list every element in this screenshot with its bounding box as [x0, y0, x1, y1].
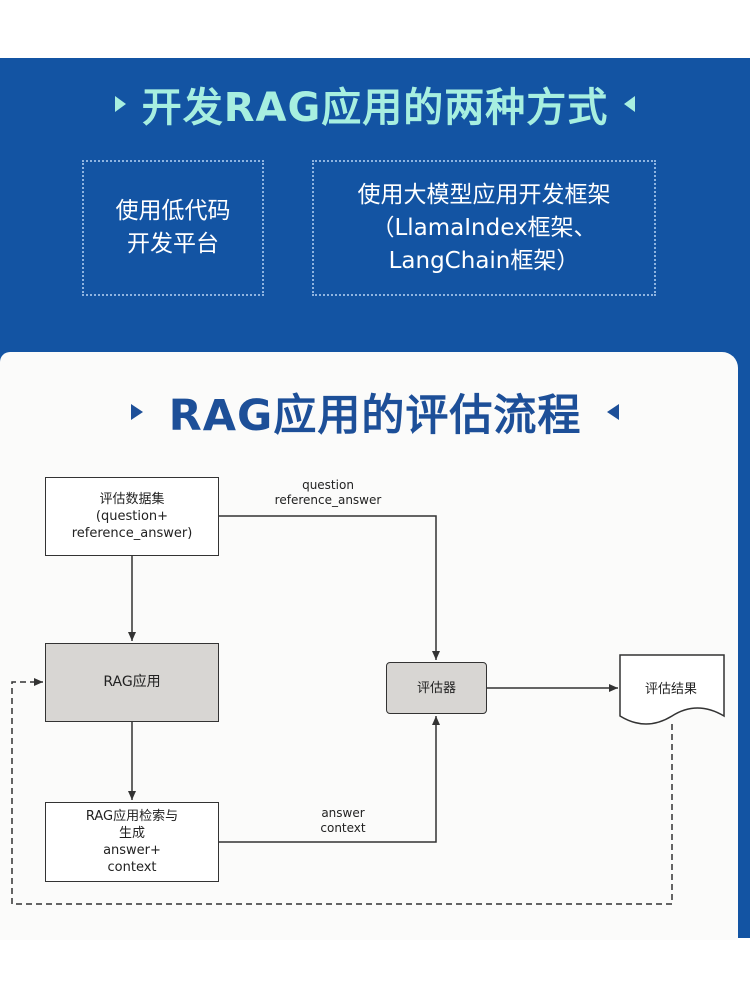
triangle-right-icon — [114, 96, 126, 112]
triangle-right-icon — [130, 404, 143, 420]
top-margin — [0, 0, 750, 58]
node-evaluator: 评估器 — [386, 662, 487, 714]
header-title: 开发RAG应用的两种方式 — [141, 85, 609, 131]
option-low-code-line: 开发平台 — [127, 231, 219, 257]
node-retrieve-line: context — [107, 860, 157, 875]
bottom-margin — [0, 940, 750, 1000]
edge-feedback-loop — [11, 678, 673, 905]
edge-answer-label: answer context — [298, 806, 388, 836]
node-eval-result-label: 评估结果 — [644, 682, 697, 697]
node-rag-app-label: RAG应用 — [103, 674, 161, 690]
node-retrieve-line: 生成 — [118, 826, 145, 841]
node-evaluator-label: 评估器 — [416, 680, 456, 696]
option-framework-line: （LlamaIndex框架、 — [371, 214, 597, 241]
node-retrieve-line: RAG应用检索与 — [85, 809, 179, 824]
node-eval-dataset-line: reference_answer) — [71, 526, 193, 541]
node-retrieve-line: answer+ — [103, 843, 161, 858]
edge-answer-to-evaluator — [219, 716, 440, 843]
node-rag-app: RAG应用 — [45, 643, 219, 722]
triangle-left-icon — [624, 96, 636, 112]
option-low-code: 使用低代码 开发平台 — [82, 160, 264, 296]
option-low-code-line: 使用低代码 — [115, 198, 231, 224]
node-eval-dataset-line: (question+ — [95, 509, 169, 524]
node-rag-retrieve-generate: RAG应用检索与 生成 answer+ context — [45, 802, 219, 882]
option-framework: 使用大模型应用开发框架 （LlamaIndex框架、 LangChain框架） — [312, 160, 656, 296]
edge-question-label-line: question — [302, 478, 354, 492]
option-framework-line: 使用大模型应用开发框架 — [357, 181, 611, 208]
section-title: RAG应用的评估流程 — [168, 391, 582, 441]
node-eval-dataset-line: 评估数据集 — [99, 492, 165, 507]
edge-question-label: question reference_answer — [258, 478, 398, 508]
section-title-row: RAG应用的评估流程 — [0, 380, 750, 444]
edge-answer-label-line: answer — [321, 806, 365, 820]
triangle-left-icon — [607, 404, 620, 420]
edge-question-label-line: reference_answer — [274, 493, 382, 507]
result-document-shape — [619, 654, 725, 725]
node-eval-dataset: 评估数据集 (question+ reference_answer) — [45, 477, 219, 556]
edge-answer-label-line: context — [320, 821, 366, 835]
header-title-row: 开发RAG应用的两种方式 — [0, 74, 750, 134]
edge-question-to-evaluator — [219, 515, 440, 660]
option-framework-line: LangChain框架） — [388, 247, 580, 274]
